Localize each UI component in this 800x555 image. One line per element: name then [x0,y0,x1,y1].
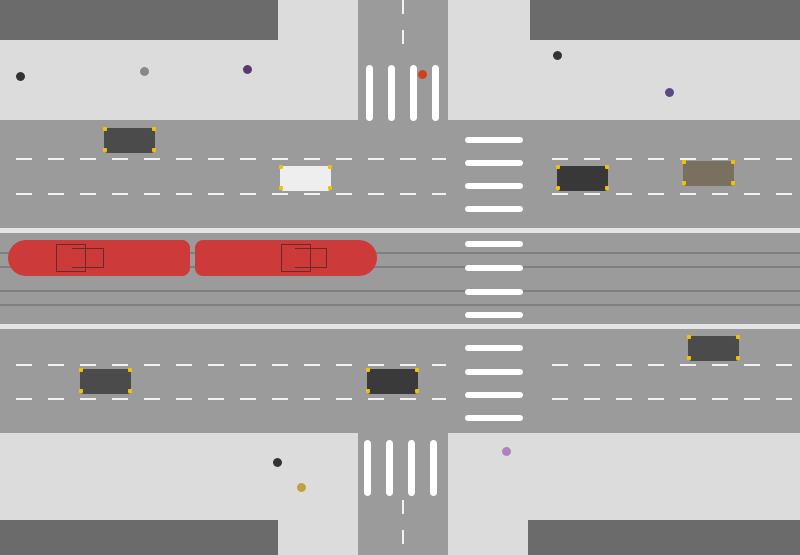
lane-marking [552,364,800,366]
pedestrian [140,67,149,76]
crosswalk-stripe [465,345,523,351]
lane-marking [552,158,800,160]
tramway-edge [0,324,800,329]
lane-marking [16,193,446,195]
pedestrian [16,72,25,81]
tram-track [0,266,800,268]
lane-marking [16,158,446,160]
crosswalk-stripe [430,440,437,496]
crosswalk-stripe [465,241,523,247]
crosswalk-stripe [432,65,439,121]
pedestrian [553,51,562,60]
crosswalk-stripe [465,137,523,143]
crosswalk-stripe [386,440,393,496]
tram-car [195,240,377,276]
crosswalk-stripe [465,160,523,166]
building-top-right [530,0,800,40]
lane-marking [552,398,800,400]
crosswalk-stripe [366,65,373,121]
tram-car [8,240,190,276]
crosswalk-stripe [465,206,523,212]
tram-pantograph-icon [56,244,86,272]
crosswalk-stripe [465,392,523,398]
crosswalk-stripe [465,369,523,375]
tram-pantograph-icon [295,248,327,268]
pedestrian [502,447,511,456]
tram-track [0,252,800,254]
car [103,127,156,153]
crosswalk-stripe [465,183,523,189]
building-bottom-left [0,520,278,555]
tram-track [0,290,800,292]
pedestrian [273,458,282,467]
pedestrian [418,70,427,79]
tram-track [0,304,800,306]
car [79,368,132,394]
car [366,368,419,394]
tramway-edge [0,228,800,233]
building-bottom-right [528,520,800,555]
lane-divider [402,0,404,60]
crosswalk-stripe [364,440,371,496]
car [556,165,609,191]
building-top-left [0,0,278,40]
car [279,165,332,191]
tram-pantograph-icon [72,248,104,268]
car [682,160,735,186]
crosswalk-stripe [388,65,395,121]
crosswalk-stripe [465,289,523,295]
lane-divider [402,500,404,555]
pedestrian [243,65,252,74]
pedestrian [665,88,674,97]
tram-pantograph-icon [281,244,311,272]
crosswalk-stripe [465,265,523,271]
crosswalk-stripe [465,415,523,421]
crosswalk-stripe [410,65,417,121]
lane-marking [552,193,800,195]
pedestrian [297,483,306,492]
lane-marking [16,398,446,400]
crosswalk-stripe [408,440,415,496]
lane-marking [16,364,446,366]
car [687,335,740,361]
crosswalk-stripe [465,312,523,318]
